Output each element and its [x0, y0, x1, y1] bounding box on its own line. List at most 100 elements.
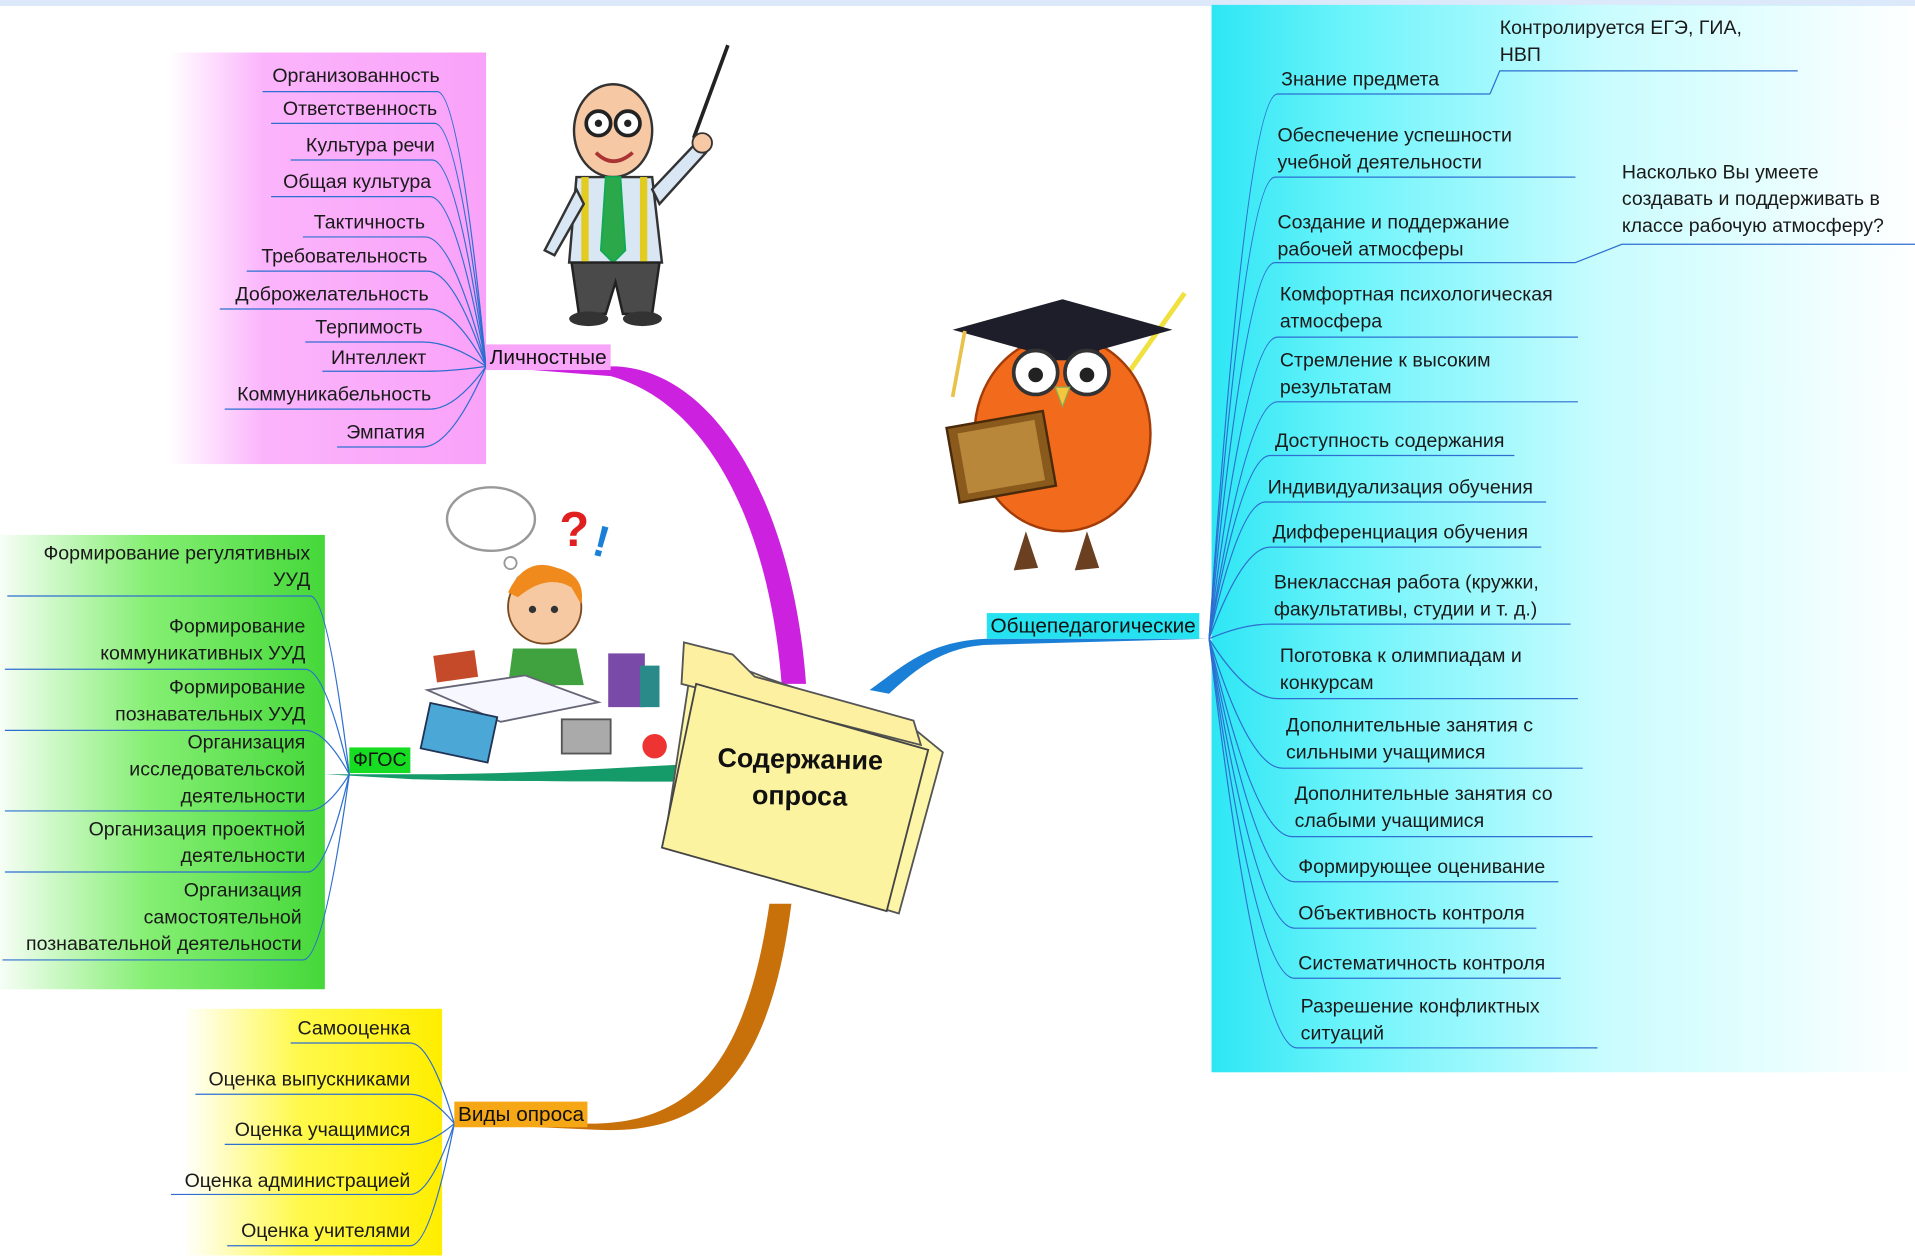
fgos-item-line: исследовательской	[129, 759, 306, 781]
hub-obshch-label: Общепедагогические	[990, 614, 1196, 638]
obshch-item[interactable]: Создание и поддержание рабочей атмосферы	[1277, 210, 1509, 264]
fgos-item[interactable]: Формирование коммуникативных УУД	[100, 614, 305, 668]
hub-vidy-label: Виды опроса	[457, 1102, 585, 1127]
leaf-connector	[4, 773, 350, 812]
obshch-item-line: факультативы, студии и т. д.)	[1273, 599, 1538, 621]
leaf-connector	[227, 1123, 455, 1247]
personal-item[interactable]: Требовательность	[261, 246, 428, 268]
obshch-item[interactable]: Дополнительные занятия со слабыми учащим…	[1295, 782, 1553, 836]
hub-fgos[interactable]: ФГОС	[349, 747, 411, 774]
obshch-item[interactable]: Знание предмета	[1281, 69, 1440, 91]
obshch-item-line: Обеспечение успешности	[1277, 125, 1512, 147]
vidy-item[interactable]: Оценка администрацией	[184, 1171, 411, 1192]
fgos-item[interactable]: Формирование регулятивных УУД	[43, 541, 310, 595]
fgos-item-line: Организация	[187, 732, 306, 754]
fgos-zone	[0, 534, 325, 990]
personal-item[interactable]: Терпимость	[315, 317, 423, 339]
svg-text:!: !	[588, 516, 615, 567]
obshch-item-line: атмосфера	[1279, 311, 1383, 333]
personal-item[interactable]: Общая культура	[283, 172, 432, 193]
personal-item[interactable]: Эмпатия	[346, 422, 426, 444]
hub-fgos-label: ФГОС	[352, 749, 407, 771]
obshch-subitem-line: создавать и поддерживать в	[1621, 189, 1880, 211]
hub-vidy[interactable]: Виды опроса	[454, 1101, 588, 1128]
obshch-item-line: Стремление к высоким	[1279, 350, 1491, 372]
subitem-connector	[1489, 70, 1798, 95]
personal-item[interactable]: Доброжелательность	[235, 284, 429, 306]
leaf-connector	[224, 366, 487, 410]
personal-item[interactable]: Интеллект	[331, 348, 427, 369]
obshch-item[interactable]: Формирующее оценивание	[1298, 857, 1546, 879]
leaf-connector	[1208, 93, 1490, 639]
fgos-item[interactable]: Формирование познавательных УУД	[115, 675, 305, 729]
leaf-connector	[305, 341, 487, 367]
fgos-item[interactable]: Организация самостоятельной познавательн…	[26, 878, 302, 959]
fgos-item-line: УУД	[273, 570, 311, 592]
subitem-connector	[1575, 243, 1915, 264]
top-border	[0, 0, 1915, 6]
leaf-connector	[1208, 401, 1578, 639]
leaf-connector	[1208, 638, 1561, 979]
obshch-item-line: Внеклассная работа (кружки,	[1273, 572, 1539, 594]
obshch-item[interactable]: Поготовка к олимпиадам и конкурсам	[1280, 644, 1522, 698]
obshch-item-line: слабыми учащимися	[1294, 810, 1485, 832]
obshch-subitem[interactable]: Контролируется ЕГЭ, ГИА, НВП	[1500, 16, 1742, 70]
leaf-connector	[4, 729, 350, 775]
leaf-connector	[1208, 638, 1559, 883]
folder-icon	[660, 641, 944, 915]
vidy-item[interactable]: Оценка учителями	[241, 1221, 411, 1243]
hub-obshch[interactable]: Общепедагогические	[986, 613, 1200, 639]
personal-item[interactable]: Ответственность	[282, 98, 438, 120]
fgos-item-line: коммуникативных УУД	[100, 643, 306, 665]
obshch-item[interactable]: Систематичность контроля	[1298, 953, 1546, 975]
leaf-connector	[1208, 261, 1576, 639]
personal-item[interactable]: Тактичность	[313, 212, 426, 234]
obshch-item[interactable]: Разрешение конфликтных ситуаций	[1301, 994, 1540, 1048]
hub-personal[interactable]: Личностные	[486, 344, 611, 371]
leaf-connector	[4, 774, 350, 873]
vidy-item[interactable]: Оценка учащимися	[234, 1119, 411, 1141]
personal-item[interactable]: Коммуникабельность	[237, 384, 432, 406]
personal-item[interactable]: Культура речи	[305, 135, 435, 157]
obshch-item[interactable]: Обеспечение успешности учебной деятельно…	[1277, 123, 1511, 177]
fgos-item-line: Организация	[183, 880, 302, 902]
vidy-item[interactable]: Оценка выпускниками	[208, 1069, 411, 1091]
obshch-item[interactable]: Внеклассная работа (кружки, факультативы…	[1274, 570, 1539, 624]
personal-item[interactable]: Организованность	[272, 65, 440, 87]
leaf-connector	[4, 668, 350, 775]
obshch-item-line: ситуаций	[1300, 1023, 1384, 1045]
obshch-item[interactable]: Дифференциация обучения	[1272, 522, 1529, 544]
fgos-item[interactable]: Организация исследовательской деятельнос…	[129, 730, 305, 811]
vidy-item[interactable]: Самооценка	[297, 1018, 411, 1040]
leaf-connector	[7, 595, 350, 775]
fgos-item[interactable]: Организация проектной деятельности	[89, 817, 306, 871]
obshch-zone	[1211, 4, 1915, 1073]
fgos-item-line: деятельности	[180, 846, 306, 868]
obshch-item[interactable]: Индивидуализация обучения	[1267, 477, 1533, 499]
branch-fgos-line	[324, 764, 684, 782]
obshch-subitem-line: Насколько Вы умеете	[1621, 162, 1819, 184]
obshch-item[interactable]: Дополнительные занятия с сильными учащим…	[1286, 713, 1533, 767]
svg-text:?: ?	[559, 503, 589, 557]
leaf-connector	[290, 1042, 455, 1124]
obshch-item[interactable]: Доступность содержания	[1275, 431, 1505, 452]
leaf-connector	[1208, 623, 1571, 640]
obshch-subitem[interactable]: Насколько Вы умеете создавать и поддержи…	[1622, 160, 1884, 241]
obshch-item-line: Поготовка к олимпиадам и	[1279, 646, 1522, 667]
leaf-connector	[1208, 176, 1576, 639]
fgos-item-line: самостоятельной	[143, 907, 302, 929]
obshch-item[interactable]: Объективность контроля	[1298, 903, 1525, 925]
obshch-item[interactable]: Комфортная психологическая атмосфера	[1280, 282, 1553, 336]
obshch-item-line: Дополнительные занятия со	[1294, 784, 1553, 805]
obshch-subitem-line: Контролируется ЕГЭ, ГИА,	[1499, 18, 1742, 40]
leaf-connector	[302, 236, 487, 367]
leaf-connector	[1208, 638, 1537, 929]
obshch-item[interactable]: Стремление к высоким результатам	[1280, 348, 1491, 402]
leaf-connector	[246, 270, 487, 367]
leaf-connector	[170, 1123, 455, 1196]
obshch-item-line: Комфортная психологическая	[1279, 284, 1553, 306]
leaf-connector	[1208, 638, 1593, 838]
branch-personal-line	[486, 366, 807, 684]
